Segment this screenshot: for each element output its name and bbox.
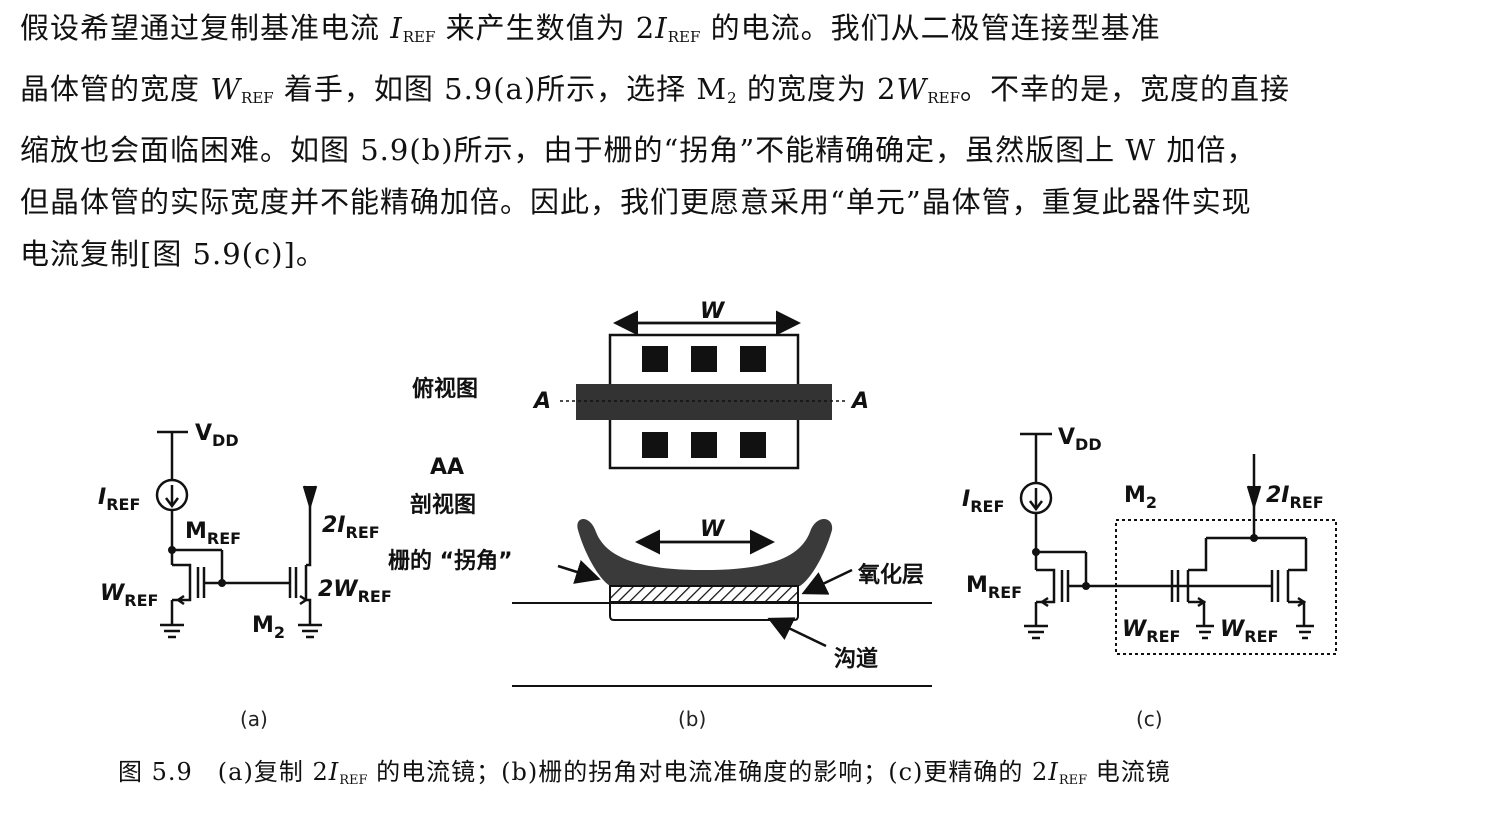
label-aa: AA — [430, 455, 464, 480]
paragraph-line-4: 但晶体管的实际宽度并不能精确加倍。因此，我们更愿意采用“单元”晶体管，重复此器件… — [20, 185, 1252, 219]
label-top-view: 俯视图 — [412, 376, 478, 402]
label-mref: MREF — [185, 519, 241, 548]
body-paragraph: 假设希望通过复制基准电流 IREF 来产生数值为 2IREF 的电流。我们从二极… — [20, 2, 1460, 280]
paragraph-line-2: 晶体管的宽度 WREF 着手，如图 5.9(a)所示，选择 M2 的宽度为 2W… — [20, 63, 1460, 124]
poly-gate-bar — [576, 384, 832, 420]
paragraph-line-5: 电流复制[图 5.9(c)]。 — [20, 237, 326, 271]
source-arrow-icon — [1039, 596, 1049, 608]
label-a-right: A — [850, 389, 869, 414]
subscript-2: 2 — [727, 89, 737, 107]
caption-text: 电流镜 — [1087, 758, 1171, 786]
junction-dot — [1250, 534, 1258, 542]
junction-dot — [1032, 548, 1040, 556]
panel-label-b: (b) — [678, 707, 706, 731]
label-oxide: 氧化层 — [857, 562, 924, 588]
gate-cross-section — [577, 519, 833, 586]
junction-dot — [218, 579, 226, 587]
label-mref: MREF — [966, 573, 1022, 602]
label-iref: IREF — [98, 485, 140, 514]
symbol-w: W — [896, 72, 928, 106]
arrow-down-icon — [1029, 500, 1043, 512]
text-run: 。不幸的是，宽度的直接 — [959, 72, 1290, 106]
figure-caption: 图 5.9 (a)复制 2IREF 的电流镜；(b)栅的拐角对电流准确度的影响；… — [118, 752, 1171, 788]
subscript-ref: REF — [241, 89, 274, 107]
pointer-arrow — [557, 560, 601, 584]
label-2iref: 2IREF — [1266, 483, 1324, 512]
text-run: 的宽度为 2 — [736, 72, 897, 106]
text-run: 晶体管的宽度 — [20, 72, 211, 106]
label-vdd: VDD — [1058, 425, 1102, 454]
panel-label-c: (c) — [1136, 707, 1163, 731]
subscript-ref: REF — [667, 28, 701, 46]
label-wref: WREF — [100, 581, 158, 610]
oxide-layer — [609, 585, 799, 603]
subscript-ref: REF — [339, 773, 368, 788]
label-wref-2: WREF — [1220, 617, 1278, 646]
mref-channel — [1036, 568, 1056, 604]
junction-dot — [168, 546, 176, 554]
source-arrow-icon — [175, 594, 185, 606]
subscript-ref: REF — [927, 89, 960, 107]
contact-square — [691, 432, 717, 458]
circuit-c — [1019, 432, 1337, 655]
caption-text: 的电流镜；(b)栅的拐角对电流准确度的影响；(c)更精确的 2 — [367, 758, 1049, 786]
label-a-left: A — [532, 389, 551, 414]
contact-square — [642, 346, 668, 372]
subscript-ref: REF — [1058, 773, 1088, 788]
pointer-arrow — [767, 617, 827, 648]
m2-dashed-box — [1115, 519, 1337, 655]
arrow-down-icon — [165, 497, 179, 509]
text-run: 着手，如图 5.9(a)所示，选择 M — [273, 72, 728, 106]
label-section-view: 剖视图 — [410, 492, 476, 518]
contact-square — [740, 346, 766, 372]
channel-outline — [609, 602, 799, 621]
unit-transistor-1 — [1186, 538, 1208, 626]
paragraph-line-1: 假设希望通过复制基准电流 IREF 来产生数值为 2IREF 的电流。我们从二极… — [20, 2, 1460, 63]
label-2wref: 2WREF — [318, 577, 392, 606]
contact-square — [642, 432, 668, 458]
source-arrow-icon — [299, 594, 309, 606]
figure-5-9: VDD IREF MREF WREF 2IREF 2WREF M2 (a) W … — [98, 299, 1337, 731]
pointer-arrow — [801, 568, 853, 595]
symbol-w: W — [210, 72, 242, 106]
symbol-i: I — [1048, 758, 1059, 786]
panel-label-a: (a) — [240, 707, 268, 731]
label-m2: M2 — [252, 613, 285, 642]
label-channel: 沟道 — [834, 646, 878, 672]
contact-square — [740, 432, 766, 458]
label-gate-corner: 栅的 “拐角” — [388, 548, 513, 574]
symbol-i: I — [328, 758, 340, 786]
text-run: 来产生数值为 2 — [435, 11, 656, 45]
source-arrow-icon — [1297, 596, 1307, 608]
caption-text: 图 5.9 (a)复制 2 — [118, 758, 329, 786]
symbol-i: I — [655, 11, 668, 45]
label-wref-1: WREF — [1122, 617, 1180, 646]
arrow-down-icon — [302, 485, 318, 511]
arrow-down-icon — [1246, 485, 1262, 511]
label-vdd: VDD — [195, 421, 239, 450]
label-w-bottom: W — [700, 517, 726, 542]
m2-channel — [304, 490, 312, 625]
circuit-a — [155, 430, 322, 639]
subscript-ref: REF — [402, 28, 436, 46]
label-2iref: 2IREF — [322, 513, 380, 542]
label-m2: M2 — [1124, 483, 1157, 512]
label-w-top: W — [700, 299, 726, 324]
junction-dot — [1082, 582, 1090, 590]
symbol-i: I — [390, 11, 403, 45]
mref-channel — [172, 563, 192, 602]
source-arrow-icon — [1197, 596, 1207, 608]
contact-square — [691, 346, 717, 372]
paragraph-line-3: 缩放也会面临困难。如图 5.9(b)所示，由于栅的“拐角”不能精确确定，虽然版图… — [20, 133, 1257, 167]
layout-b — [512, 310, 932, 687]
text-run: 假设希望通过复制基准电流 — [20, 11, 391, 45]
unit-transistor-2 — [1286, 538, 1308, 626]
text-run: 的电流。我们从二极管连接型基准 — [700, 11, 1161, 45]
label-iref: IREF — [962, 487, 1004, 516]
